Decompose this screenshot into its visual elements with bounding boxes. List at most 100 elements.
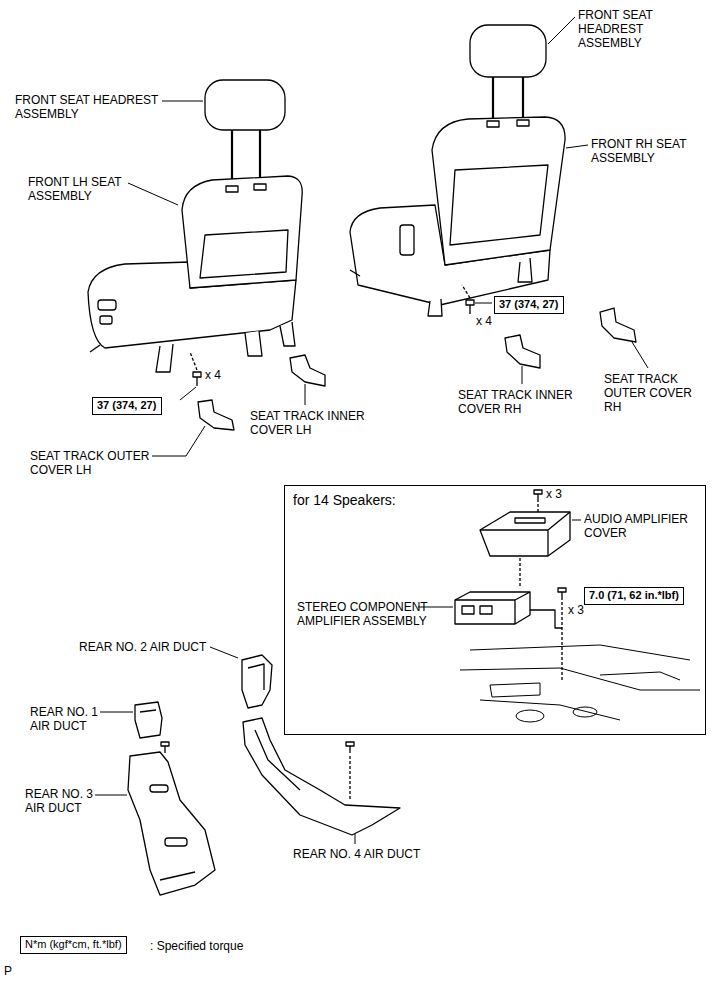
bolt-lh bbox=[196, 377, 197, 386]
leader-lines bbox=[152, 426, 205, 456]
floor-panel bbox=[600, 672, 680, 680]
amplifier-unit bbox=[455, 592, 562, 628]
page-mark: P bbox=[4, 964, 24, 978]
quantity: x 3 bbox=[568, 603, 598, 617]
bolt-rh bbox=[462, 285, 474, 314]
torque-spec: 37 (374, 27) bbox=[92, 397, 162, 415]
node-text: 37 (374, 27) bbox=[499, 298, 558, 311]
part-name: SEAT TRACK INNER COVER LH bbox=[250, 409, 390, 437]
part-name: SEAT TRACK INNER COVER RH bbox=[458, 388, 598, 416]
headrest-rh bbox=[492, 75, 494, 121]
seat-lh bbox=[280, 322, 295, 346]
seat-lh bbox=[226, 186, 238, 192]
leader-lines bbox=[305, 384, 306, 405]
leader-lines bbox=[632, 342, 648, 368]
leader-lines bbox=[355, 834, 356, 844]
seat-lh bbox=[200, 230, 288, 278]
screw-cover bbox=[537, 494, 538, 502]
amplifier-unit bbox=[480, 606, 492, 614]
amplifier-unit bbox=[455, 592, 530, 624]
audio-amplifier-cover bbox=[515, 518, 545, 523]
bolt-lh bbox=[193, 372, 201, 377]
rear-no3-air-duct bbox=[160, 872, 195, 880]
part-name: SEAT TRACK OUTER COVER RH bbox=[604, 372, 699, 414]
bolt-duct4 bbox=[349, 746, 350, 753]
seat-rh bbox=[350, 270, 360, 276]
leader-lines bbox=[162, 101, 203, 102]
floor-panel bbox=[573, 707, 597, 717]
seat-rh bbox=[350, 117, 565, 316]
seat-rh bbox=[517, 120, 529, 126]
rear-no4-air-duct bbox=[243, 718, 400, 835]
bolt-duct4 bbox=[346, 742, 354, 746]
floor-panel bbox=[470, 645, 690, 660]
leader-lines bbox=[180, 387, 196, 400]
floor-panel bbox=[460, 668, 700, 690]
headrest-lh bbox=[231, 128, 233, 182]
leader-lines bbox=[100, 712, 133, 713]
bolt-duct3 bbox=[164, 746, 165, 753]
seat-rh bbox=[450, 165, 548, 245]
rear-no2-air-duct bbox=[242, 655, 272, 708]
headrest-rh bbox=[470, 25, 546, 121]
headrest-lh bbox=[259, 128, 261, 180]
part-name: REAR NO. 1 AIR DUCT bbox=[30, 705, 110, 733]
leader-lines bbox=[95, 795, 127, 796]
seat-track-inner-cover-lh bbox=[290, 355, 325, 386]
rear-no2-air-duct bbox=[242, 655, 272, 708]
seat-lh bbox=[254, 184, 266, 190]
seat-lh bbox=[182, 176, 302, 288]
part-name: SEAT TRACK OUTER COVER LH bbox=[30, 449, 180, 477]
leader-lines bbox=[128, 183, 178, 205]
part-name: REAR NO. 3 AIR DUCT bbox=[25, 787, 105, 815]
screw-cover bbox=[534, 490, 542, 514]
part-name: FRONT SEAT HEADREST ASSEMBLY bbox=[578, 8, 663, 50]
audio-amplifier-cover bbox=[480, 512, 570, 556]
rear-no1-air-duct bbox=[135, 702, 162, 738]
seat-lh bbox=[98, 300, 116, 310]
leader-lines bbox=[475, 303, 492, 304]
rear-no4-air-duct bbox=[243, 718, 400, 835]
torque-spec: 7.0 (71, 62 in.*lbf) bbox=[584, 587, 684, 605]
rear-no1-air-duct bbox=[135, 702, 162, 738]
node-text: 37 (374, 27) bbox=[97, 399, 156, 412]
seat-rh bbox=[487, 121, 499, 127]
bolt-rh bbox=[466, 300, 474, 305]
node-text: 7.0 (71, 62 in.*lbf) bbox=[589, 589, 679, 602]
bolt-lh bbox=[190, 352, 201, 386]
seat-rh bbox=[518, 258, 532, 282]
seat-rh bbox=[432, 117, 565, 265]
screw-amplifier bbox=[558, 588, 566, 592]
bolt-duct3 bbox=[161, 742, 169, 753]
amplifier-unit bbox=[530, 610, 562, 628]
part-name: STEREO COMPONENT AMPLIFIER ASSEMBLY bbox=[297, 600, 447, 628]
leader-lines bbox=[566, 145, 588, 148]
bolt-lh bbox=[190, 352, 197, 370]
quantity: x 4 bbox=[205, 368, 235, 382]
headrest-rh bbox=[522, 75, 524, 120]
part-name: REAR NO. 4 AIR DUCT bbox=[293, 847, 453, 861]
part-name: REAR NO. 2 AIR DUCT bbox=[79, 640, 239, 654]
bolt-duct4 bbox=[346, 742, 354, 800]
torque-spec: 37 (374, 27) bbox=[494, 296, 564, 314]
seat-track-outer-cover-rh bbox=[600, 308, 636, 342]
rear-no3-air-duct bbox=[150, 785, 168, 792]
bolt-rh bbox=[469, 305, 470, 314]
bolt-duct3 bbox=[161, 742, 169, 746]
part-name: AUDIO AMPLIFIER COVER bbox=[584, 512, 702, 540]
seat-track-inner-cover-rh bbox=[505, 335, 540, 368]
screw-cover bbox=[534, 490, 542, 494]
part-name: FRONT LH SEAT ASSEMBLY bbox=[28, 175, 143, 203]
floor-panel bbox=[480, 700, 620, 720]
seat-lh bbox=[100, 316, 112, 324]
node-text: for 14 Speakers: bbox=[293, 492, 396, 509]
leader-lines bbox=[95, 17, 648, 844]
rear-no2-air-duct bbox=[248, 664, 264, 690]
audio-amplifier-cover bbox=[480, 512, 570, 556]
rear-no4-air-duct bbox=[255, 730, 300, 790]
dashed-guide bbox=[519, 558, 520, 588]
rear-no1-air-duct bbox=[140, 710, 156, 712]
seat-lh bbox=[90, 345, 100, 352]
seat-rh bbox=[400, 225, 414, 255]
bolt-duct4 bbox=[349, 756, 350, 800]
